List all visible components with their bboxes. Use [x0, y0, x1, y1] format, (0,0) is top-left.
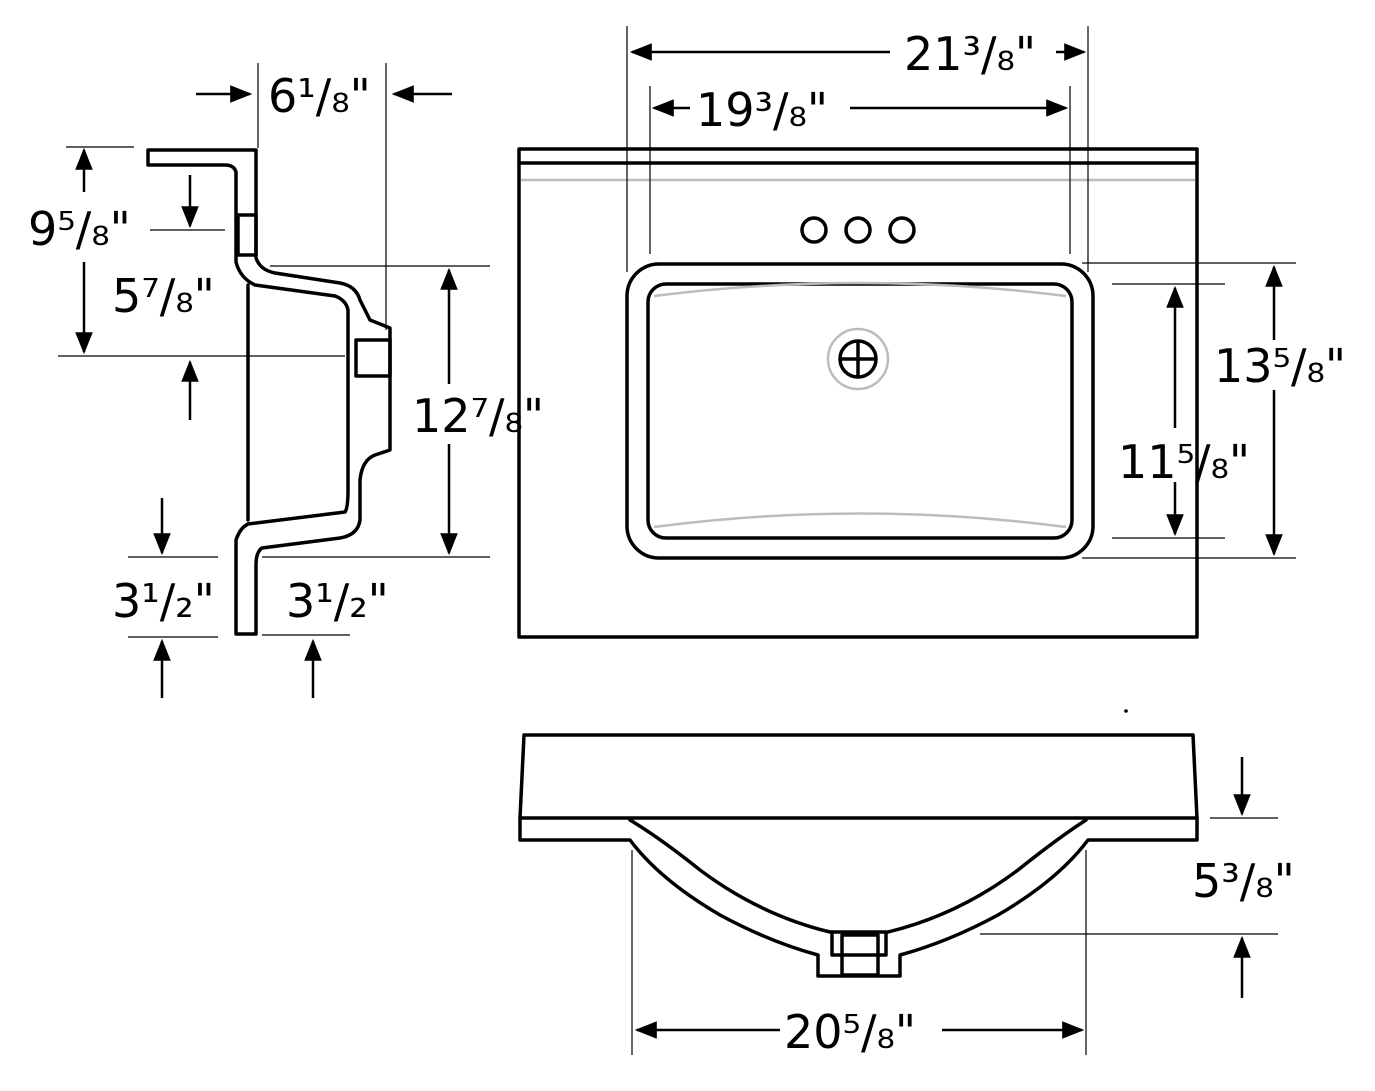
- overall-width-label: 21³/₈": [904, 27, 1036, 81]
- side-width-top-label: 6¹/₈": [268, 69, 371, 123]
- side-profile-outline: [146, 148, 392, 636]
- faucet-hole-right: [888, 216, 916, 244]
- top-view: 21³/₈" 19³/₈" 13⁵/₈" 11⁵/₈": [517, 26, 1346, 639]
- front-bowl-depth-label: 5³/₈": [1192, 854, 1295, 908]
- front-drain-block: [840, 933, 880, 977]
- faucet-hole-left: [800, 216, 828, 244]
- side-height-overall-label: 9⁵/₈": [28, 202, 131, 256]
- faucet-hole-center: [844, 216, 872, 244]
- front-bowl-inner: [628, 818, 1088, 934]
- bowl-inner-rim: [646, 282, 1074, 540]
- side-bottom-height-label: 3¹/₂": [112, 574, 215, 628]
- drain-ring: [826, 327, 890, 391]
- front-bottom-edge: [518, 816, 1199, 978]
- front-top-slab: [518, 733, 1199, 820]
- front-bowl-width-label: 20⁵/₈": [784, 1005, 916, 1059]
- bowl-depth-label: 11⁵/₈": [1118, 435, 1250, 489]
- countertop-outline: [517, 147, 1199, 639]
- side-depth-upper-label: 5⁷/₈": [112, 269, 215, 323]
- front-view: 20⁵/₈" 5³/₈": [518, 709, 1295, 1059]
- bowl-outer-rim: [625, 262, 1095, 560]
- bowl-width-label: 19³/₈": [696, 83, 828, 137]
- side-depth-bowl-label: 12⁷/₈": [412, 389, 544, 443]
- overall-depth-label: 13⁵/₈": [1214, 339, 1346, 393]
- side-view: 6¹/₈" 9⁵/₈" 5⁷/₈" 12⁷/₈" 3¹/₂" 3¹/₂": [28, 63, 544, 698]
- side-bottom-offset-label: 3¹/₂": [286, 574, 389, 628]
- side-drain-block: [354, 338, 392, 378]
- side-overflow-block: [236, 213, 258, 257]
